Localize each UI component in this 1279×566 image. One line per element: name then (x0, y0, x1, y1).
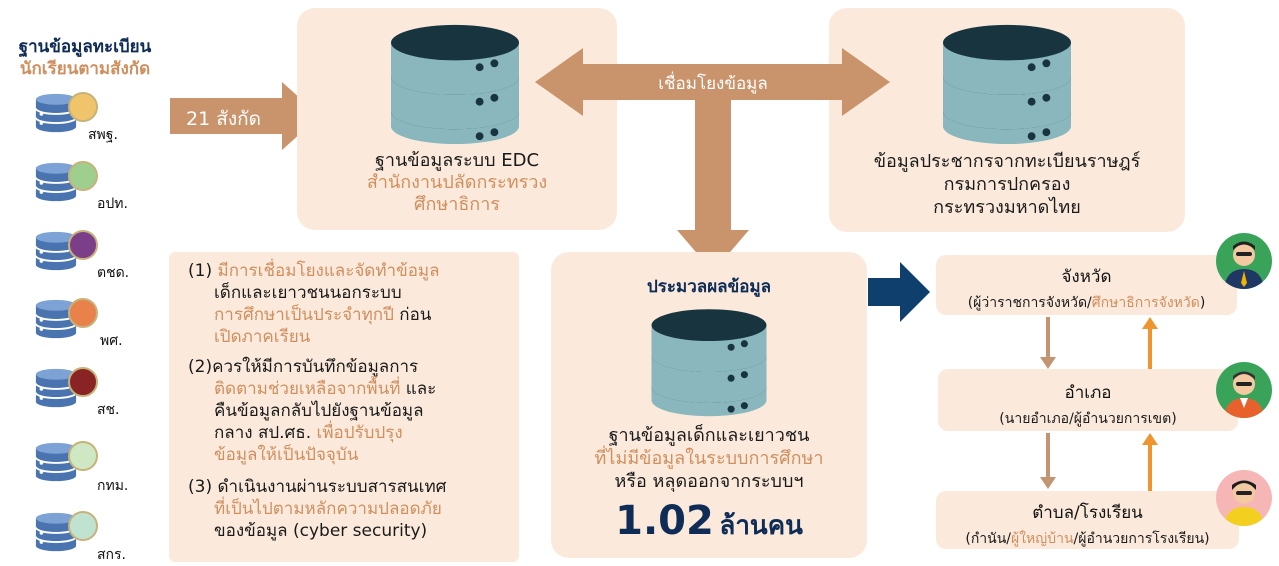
registry-line2: กรมการปกครอง (943, 174, 1071, 195)
rec3-text: ดำเนินงานผ่านระบบสารสนเทศ (217, 477, 447, 497)
left-title-line1: ฐานข้อมูลทะเบียน (18, 37, 152, 57)
processing-line1: ฐานข้อมูลเด็กและเยาวชน (608, 425, 810, 446)
agency-label: อปท. (97, 196, 128, 212)
subdistrict-name: ตำบล/โรงเรียน (1032, 503, 1143, 523)
agencies-arrow-label: 21 สังกัด (186, 108, 261, 130)
left-title: ฐานข้อมูลทะเบียน นักเรียนตามสังกัด (0, 36, 170, 80)
registry-line1: ข้อมูลประชากรจากทะเบียนราษฎร์ (873, 151, 1141, 172)
left-title-line2: นักเรียนตามสังกัด (19, 59, 151, 79)
agencies-arrow (170, 82, 320, 150)
processing-count: 1.02 ล้านคน (551, 498, 867, 546)
dispatch-arrow (868, 262, 930, 322)
level-arrows (1040, 317, 1158, 491)
link-arrows (535, 48, 890, 272)
edc-line2: สำนักงานปลัดกระทรวง (366, 172, 548, 193)
agency-list: สพฐ. อปท. ตชด. พศ. สช. กทม. สกร. (0, 0, 170, 563)
agency-seal-icon (68, 511, 98, 541)
agency-label: พศ. (100, 333, 123, 349)
village-head-avatar (1216, 470, 1272, 526)
registry-label: ข้อมูลประชากรจากทะเบียนราษฎร์ กรมการปกคร… (829, 150, 1185, 219)
agency-label: กทม. (97, 478, 129, 494)
agency-seal-icon (68, 161, 98, 191)
processing-title: ประมวลผลข้อมูล (646, 277, 772, 297)
database-icon (937, 18, 1077, 146)
processing-label: ฐานข้อมูลเด็กและเยาวชน ที่ไม่มีข้อมูลในร… (551, 424, 867, 493)
district-name: อำเภอ (1064, 383, 1112, 403)
agency-seal-icon (68, 367, 98, 397)
agency-seal-icon (68, 298, 98, 328)
subdistrict-box: ตำบล/โรงเรียน (กำนัน/ผู้ใหญ่บ้าน/ผู้อำนว… (936, 491, 1239, 549)
edc-line1: ฐานข้อมูลระบบ EDC (374, 150, 540, 171)
district-roles: (นายอำเภอ/ผู้อำนวยการเขต) (999, 411, 1177, 427)
agency-label: สพฐ. (88, 127, 118, 143)
agency-seal-icon (68, 441, 98, 471)
subdistrict-roles: (กำนัน/ผู้ใหญ่บ้าน/ผู้อำนวยการโรงเรียน) (965, 531, 1210, 547)
province-roles: (ผู้ว่าราชการจังหวัด/ศึกษาธิการจังหวัด) (967, 295, 1206, 311)
database-icon (647, 303, 771, 418)
agency-label: ตชด. (97, 265, 130, 281)
agency-seal-icon (68, 92, 98, 122)
agency-label: สช. (97, 402, 120, 418)
processing-line3: หรือ หลุดออกจากระบบฯ (614, 471, 804, 492)
province-name: จังหวัด (1061, 267, 1112, 287)
district-box: อำเภอ (นายอำเภอ/ผู้อำนวยการเขต) (938, 369, 1238, 431)
governor-avatar (1216, 233, 1272, 289)
rec1-text: มีการเชื่อมโยงและจัดทำข้อมูล (217, 261, 440, 281)
district-chief-avatar (1216, 362, 1272, 418)
agency-label: สกร. (97, 547, 126, 563)
province-box: จังหวัด (ผู้ว่าราชการจังหวัด/ศึกษาธิการจ… (936, 255, 1237, 315)
count-value: 1.02 (615, 498, 714, 544)
agency-seal-icon (68, 230, 98, 260)
edc-line3: ศึกษาธิการ (414, 194, 500, 215)
processing-line2: ที่ไม่มีข้อมูลในระบบการศึกษา (594, 448, 824, 469)
count-unit: ล้านคน (719, 511, 803, 541)
link-label: เชื่อมโยงข้อมูล (658, 74, 768, 94)
recommendations-panel (169, 252, 519, 562)
rec2-text: ควรให้มีการบันทึกข้อมูลการ (212, 357, 419, 377)
database-icon (385, 18, 525, 146)
registry-line3: กระทรวงมหาดไทย (933, 197, 1081, 218)
edc-label: ฐานข้อมูลระบบ EDC สำนักงานปลัดกระทรวง ศึ… (297, 150, 617, 216)
